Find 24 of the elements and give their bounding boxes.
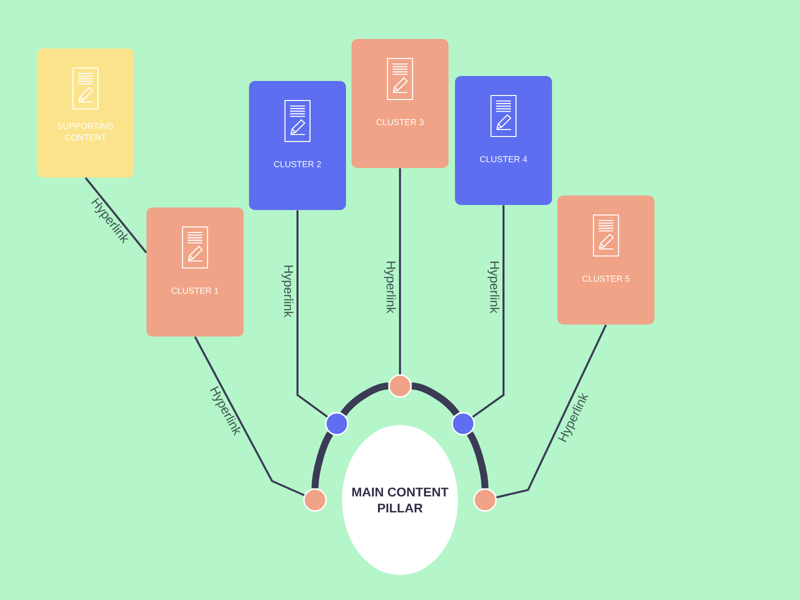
edge-label: Hyperlink <box>384 260 396 314</box>
connector-line <box>496 324 607 498</box>
rounded-box: SUPPORTING CONTENT <box>37 48 134 178</box>
connector-line <box>472 205 504 418</box>
rounded-box: CLUSTER 4 <box>455 76 552 205</box>
connector-line <box>84 177 148 254</box>
arc-segment <box>312 432 334 488</box>
dot <box>451 412 475 436</box>
edge-label: Hyperlink <box>487 260 500 314</box>
edge-label: Hyperlink <box>281 264 294 318</box>
arc-segment <box>466 432 488 488</box>
connector-line <box>296 210 328 418</box>
arc-segment <box>411 382 460 416</box>
arc-segment <box>340 382 389 416</box>
dot <box>303 488 327 512</box>
dot <box>388 374 412 398</box>
rounded-box: CLUSTER 3 <box>352 39 448 168</box>
dot <box>325 412 349 436</box>
connector-line <box>194 336 305 496</box>
dot <box>473 488 497 512</box>
rounded-box: CLUSTER 2 <box>249 81 346 210</box>
rounded-box: CLUSTER 1 <box>146 208 244 336</box>
rounded-box: CLUSTER 5 <box>558 196 654 324</box>
connector-line <box>399 168 401 374</box>
